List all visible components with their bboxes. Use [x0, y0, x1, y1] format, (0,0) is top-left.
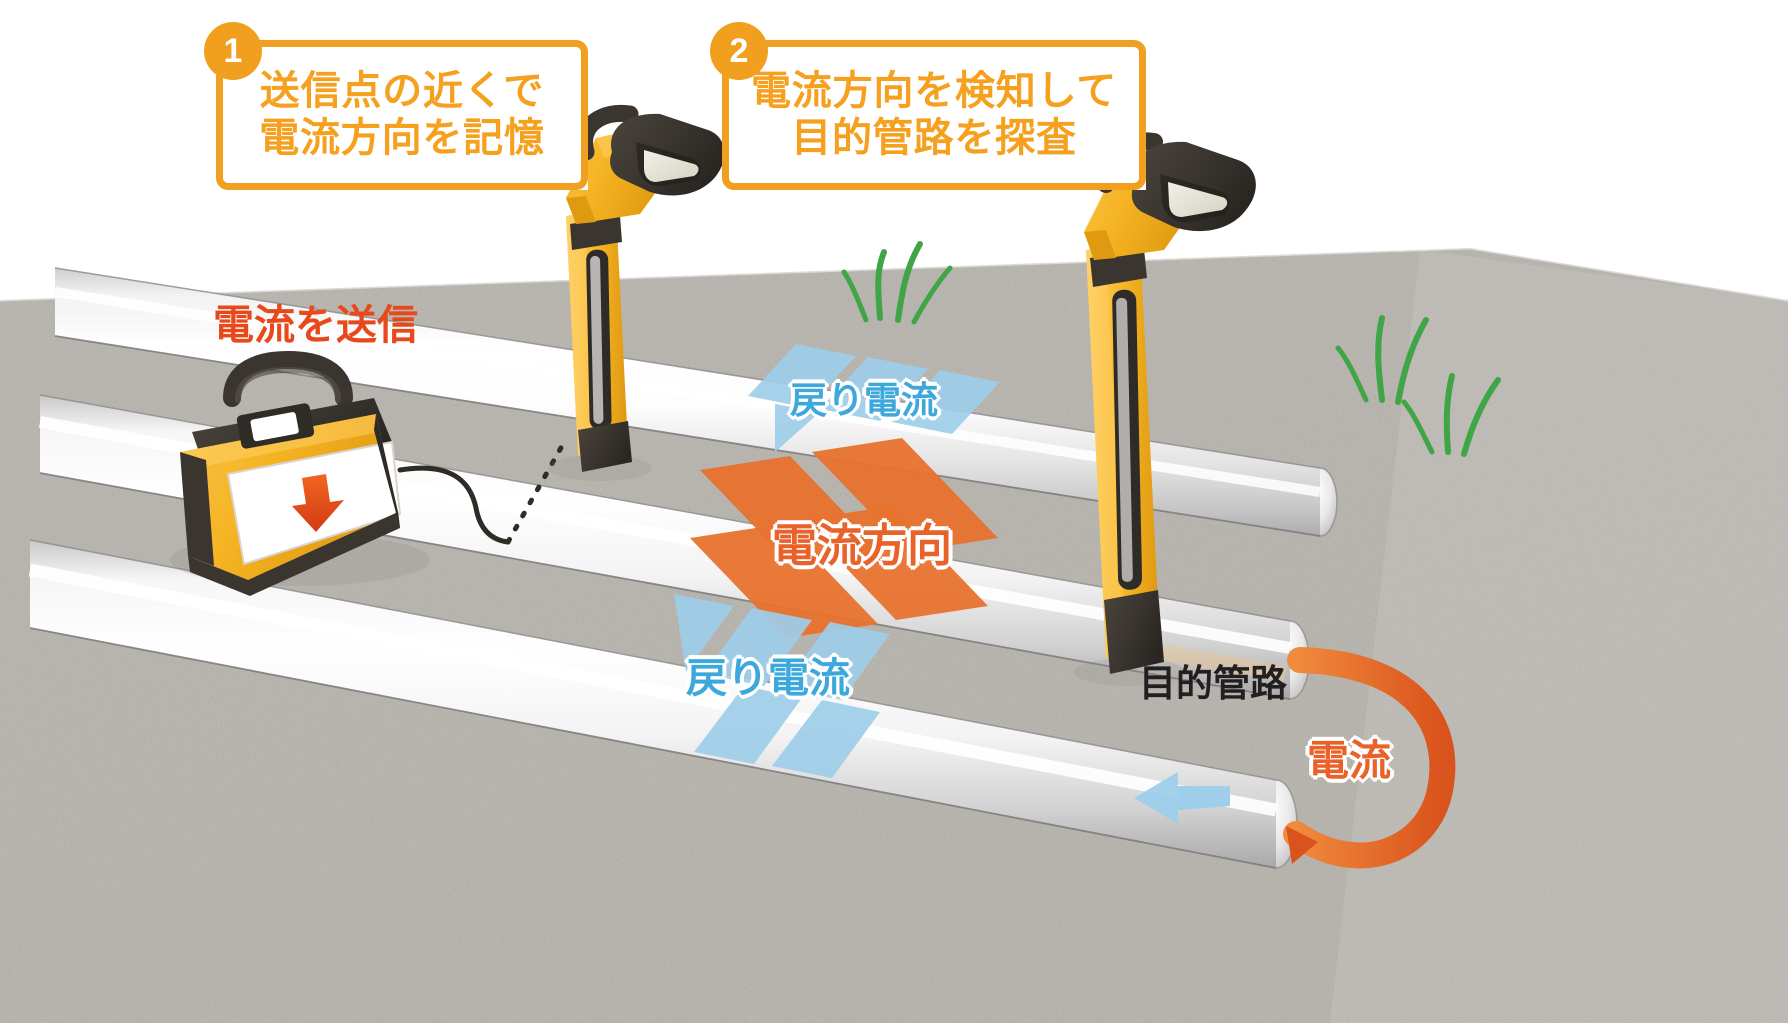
callout-step-1: 送信点の近くで 電流方向を記憶 [216, 40, 588, 190]
grass-clump-right-upper [1335, 315, 1429, 405]
label-current-right: 電流 [1307, 737, 1392, 784]
pipe-lower [28, 539, 1298, 869]
transmitter-cable [397, 443, 565, 545]
callout-1-number: 1 [223, 31, 243, 70]
label-return-current-upper: 戻り電流 [790, 380, 938, 421]
lower-pipe-current-arrow [1134, 772, 1230, 824]
callout-2-number: 2 [729, 31, 749, 70]
callout-2-line-1: 電流方向を検知して [751, 68, 1117, 113]
locator-wand-1 [548, 104, 725, 481]
callout-2-frame [722, 40, 1146, 190]
callout-1-text: 送信点の近くで 電流方向を記憶 [216, 40, 588, 190]
callout-1-frame [216, 40, 588, 190]
label-transmit-current: 電流を送信 [213, 302, 418, 348]
return-current-arrows-lower [674, 594, 890, 778]
label-return-current-lower: 戻り電流 [686, 655, 850, 701]
return-current-arrows-upper [748, 344, 1000, 452]
locator-wand-2 [1074, 132, 1256, 686]
transmit-down-arrow [292, 474, 344, 532]
callout-step-2: 電流方向を検知して 目的管路を探査 [722, 40, 1146, 190]
callout-2-line-2: 目的管路を探査 [791, 116, 1077, 160]
transmitter-unit [170, 350, 430, 596]
callout-1-line-1: 送信点の近くで [259, 68, 545, 113]
grass-clump-right-lower [1401, 373, 1501, 457]
current-return-loop [1283, 647, 1456, 869]
callout-1-line-2: 電流方向を記憶 [259, 116, 545, 160]
grass-clump-left [841, 241, 953, 325]
callout-1-badge: 1 [204, 22, 262, 80]
label-target-pipe: 目的管路 [1139, 663, 1287, 704]
callout-2-text: 電流方向を検知して 目的管路を探査 [722, 40, 1146, 190]
callout-2-badge: 2 [710, 22, 768, 80]
current-direction-arrows [690, 438, 998, 638]
label-current-direction: 電流方向 [772, 520, 953, 571]
